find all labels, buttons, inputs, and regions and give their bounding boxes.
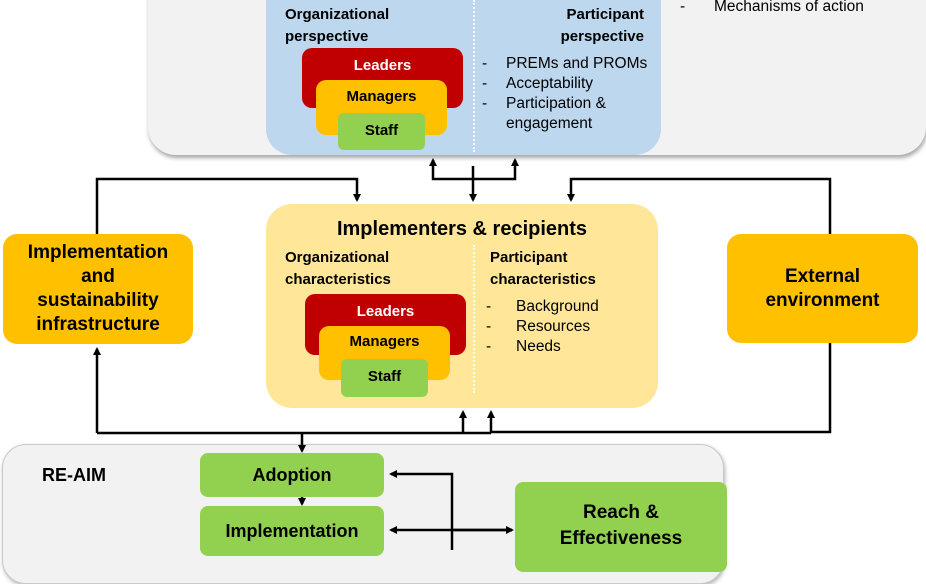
reach-effectiveness-box: Reach & Effectiveness xyxy=(515,482,727,572)
participant-perspective-list: -PREMs and PROMs -Acceptability -Partici… xyxy=(482,54,647,134)
list-dash: - xyxy=(680,0,686,15)
list-item: -Acceptability xyxy=(482,75,594,92)
organizational-characteristics-heading: Organizational characteristics xyxy=(285,249,391,288)
participant-characteristics-list: -Background -Resources -Needs xyxy=(486,297,599,357)
organizational-perspective-heading: Organizational perspective xyxy=(285,6,390,45)
list-item-continued: engagement xyxy=(506,115,593,132)
outcome-mechanisms: Mechanisms of action xyxy=(714,0,864,15)
list-item: -Background xyxy=(486,298,599,315)
participant-perspective-heading: Participant perspective xyxy=(560,6,644,45)
list-item: -PREMs and PROMs xyxy=(482,55,648,72)
list-item: -Participation & xyxy=(482,95,606,112)
external-environment-box: External environment xyxy=(727,234,918,343)
staff-level: Staff xyxy=(341,359,428,397)
implementers-title: Implementers & recipients xyxy=(336,218,588,240)
arrow-center-to-top-right xyxy=(473,158,519,181)
list-item: -Needs xyxy=(486,338,561,355)
implementation-box: Implementation xyxy=(200,506,384,556)
adoption-box: Adoption xyxy=(200,453,384,497)
reaim-label: RE-AIM xyxy=(42,465,106,485)
staff-level: Staff xyxy=(338,113,425,150)
outcome-item: - Mechanisms of action xyxy=(680,0,864,17)
perspective-divider xyxy=(473,0,475,152)
characteristics-divider xyxy=(473,245,475,393)
arrow-center-to-top-left xyxy=(429,158,473,181)
participant-characteristics-heading: Participant characteristics xyxy=(490,249,596,288)
list-item: -Resources xyxy=(486,318,591,335)
implementation-infrastructure-box: Implementation and sustainability infras… xyxy=(3,234,193,344)
